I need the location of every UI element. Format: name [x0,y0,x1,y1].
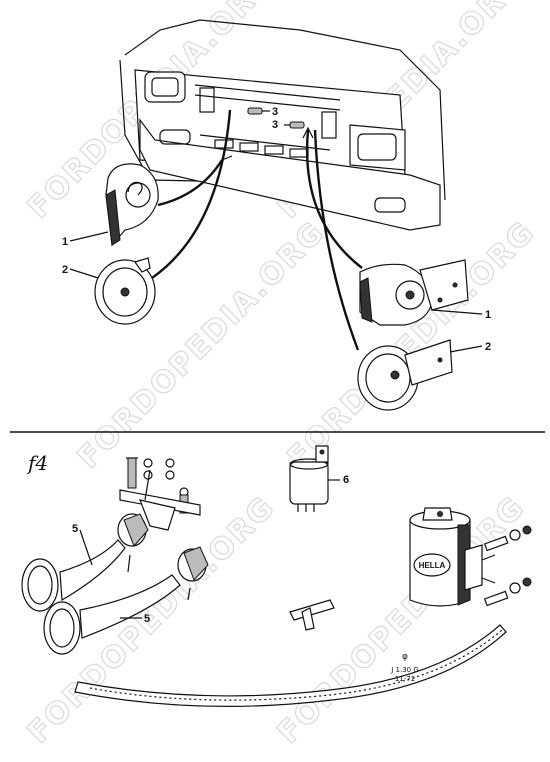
callout-5-upper: 5 [72,523,78,535]
headlamp-left [144,71,186,103]
watermark-4: FORDOPEDIA.ORG [281,214,542,475]
reference-symbol: φ [402,652,408,662]
leader-lines-left [151,109,233,279]
mounting-hardware [119,457,201,531]
section-mark: f4 [26,451,48,475]
watermark-3: FORDOPEDIA.ORG [71,214,332,475]
horn-relay [289,445,329,512]
callout-1-left: 1 [62,236,68,248]
reference-date: 11-72 [395,675,415,683]
leader-lines-right [302,126,363,351]
horn-1-left [105,163,159,247]
callout-2-left: 2 [62,264,68,276]
compressor-bolts [483,525,532,607]
air-compressor [409,507,496,607]
headlamp-right [349,124,406,171]
reference-block: φ J 1.30 G 11-72 [390,652,419,683]
connector-3-bottom [284,121,305,129]
callout-6: 6 [343,474,349,486]
connector-3-top [247,107,270,115]
horn-1-right [359,259,469,326]
air-horn-lower [43,546,209,655]
air-hose [74,624,507,707]
t-connector [289,599,335,631]
horn-2-left [94,257,156,325]
callout-2-right: 2 [485,341,491,353]
reference-code: J 1.30 G [390,666,419,674]
front-bumper [139,118,441,231]
callout-3-top: 3 [272,106,278,118]
callout-3-bottom: 3 [272,119,278,131]
air-horn-upper [21,513,149,612]
horn-2-right [357,339,453,411]
callout-1-right: 1 [485,309,491,321]
callout-5-lower: 5 [144,613,150,625]
compressor-brand: HELLA [419,561,446,570]
car-front-end [119,19,446,231]
